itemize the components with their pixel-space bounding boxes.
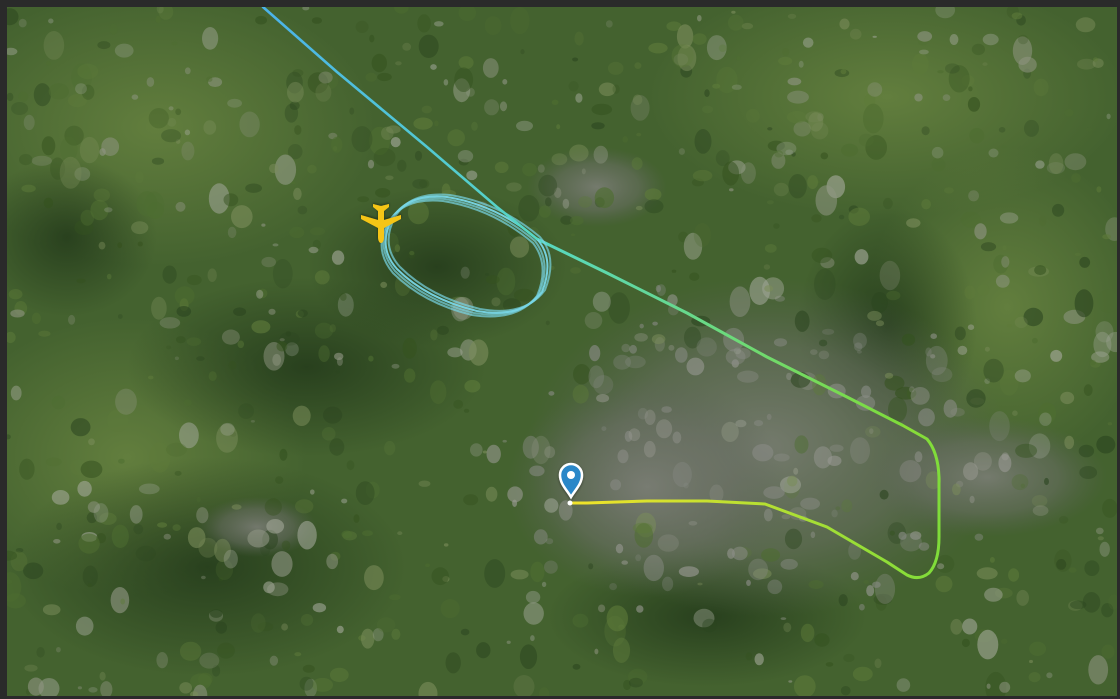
holding-pattern [380, 193, 552, 318]
holding-loop [387, 193, 552, 312]
holding-loop [380, 199, 544, 318]
location-pin-icon [558, 462, 584, 500]
origin-airport-marker[interactable] [558, 462, 584, 500]
origin-airport-dot [567, 500, 573, 506]
airplane-icon [361, 204, 401, 243]
satellite-terrain [7, 7, 1117, 696]
aircraft-marker[interactable] [361, 204, 401, 243]
track-climb-segment [535, 237, 904, 427]
map-canvas[interactable] [7, 7, 1117, 696]
terrain-texture [7, 7, 1117, 696]
flight-track [261, 7, 941, 580]
holding-loop [384, 195, 549, 314]
track-takeoff-segment [568, 423, 941, 580]
track-outbound-segment [261, 7, 539, 241]
